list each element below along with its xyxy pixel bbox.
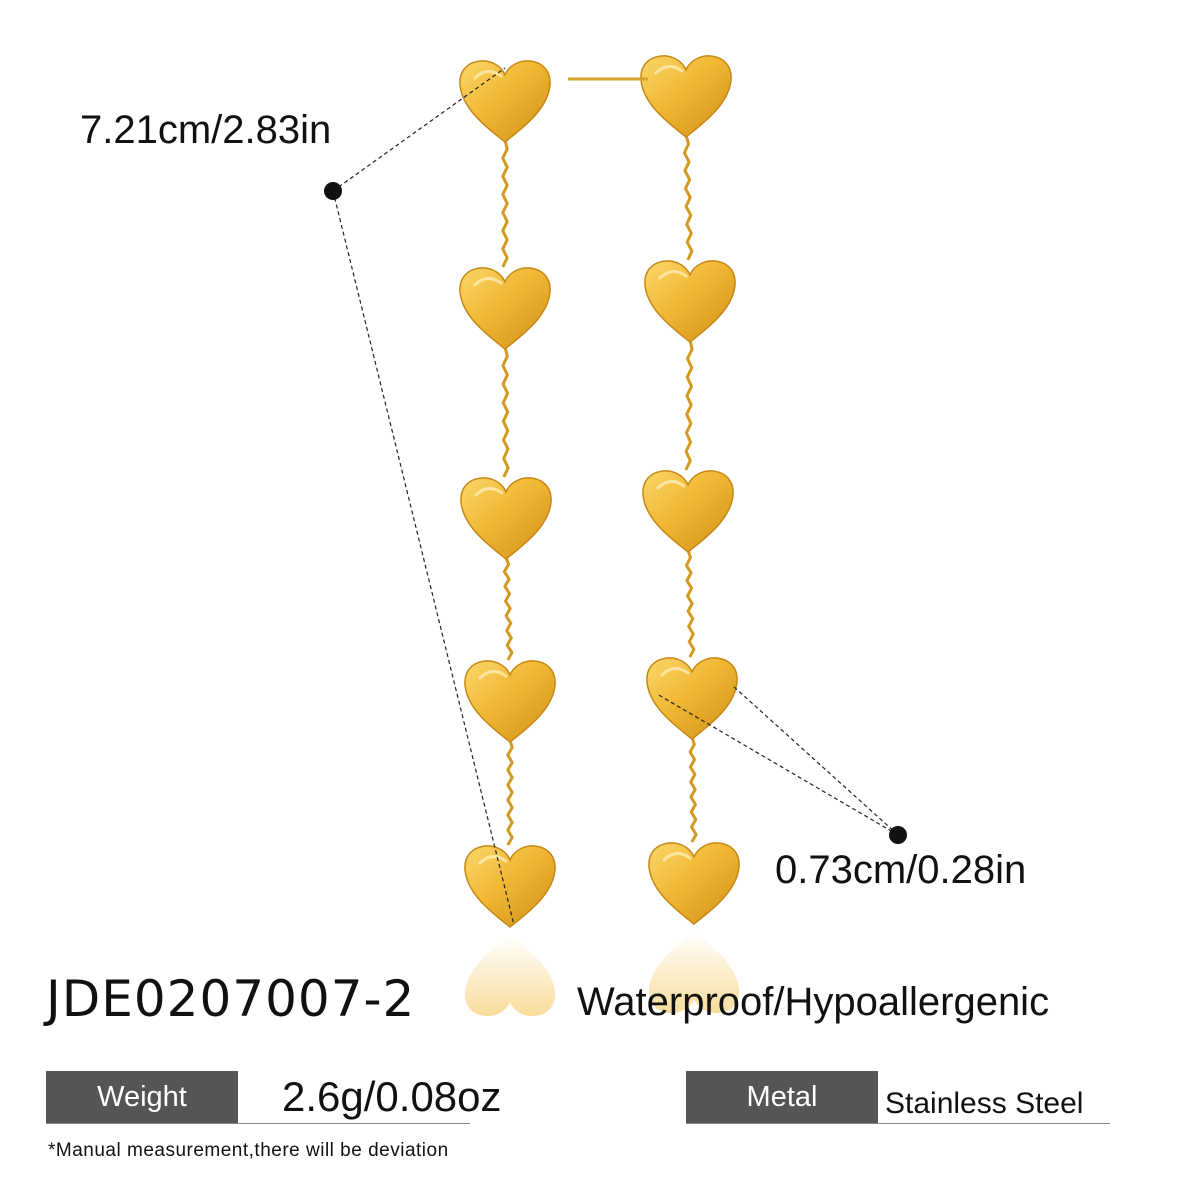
hearts-group: [459, 55, 740, 928]
right-chain-segment: [684, 549, 696, 658]
heart-size-marker-dot: [889, 826, 907, 844]
right-heart-highlight: [654, 65, 684, 75]
left-heart: [459, 60, 551, 143]
weight-value: 2.6g/0.08oz: [282, 1073, 502, 1120]
measurement-note: *Manual measurement,there will be deviat…: [48, 1140, 449, 1161]
left-heart-highlight: [478, 670, 508, 680]
chains-group: [501, 134, 698, 846]
right-heart-reflection: [648, 932, 740, 1014]
reflections-group: [464, 932, 740, 1017]
left-heart-highlight: [473, 277, 503, 287]
left-chain-segment: [502, 556, 514, 661]
left-heart: [459, 267, 551, 350]
right-heart: [642, 470, 734, 553]
right-heart-highlight: [662, 852, 692, 862]
product-feature: Waterproof/Hypoallergenic: [577, 980, 1050, 1024]
left-chain-segment: [501, 346, 510, 478]
right-heart-highlight: [658, 270, 688, 280]
right-chain-segment: [688, 736, 698, 843]
right-heart: [646, 657, 738, 740]
right-heart: [640, 55, 732, 138]
product-sku: JDE0207007-2: [46, 970, 416, 1028]
weight-spec: Weight 2.6g/0.08oz: [46, 1071, 502, 1124]
metal-value: Stainless Steel: [885, 1087, 1084, 1120]
left-heart-highlight: [474, 487, 504, 497]
weight-label: Weight: [46, 1071, 238, 1123]
right-heart-highlight: [656, 480, 686, 490]
right-heart: [648, 842, 740, 925]
length-dimension: 7.21cm/2.83in: [80, 108, 332, 152]
metal-spec: Metal Stainless Steel: [686, 1071, 1110, 1124]
left-chain-segment: [501, 139, 509, 268]
dimension-guides: [332, 67, 899, 926]
left-heart-highlight: [478, 855, 508, 865]
heart-size-dimension: 0.73cm/0.28in: [775, 848, 1027, 892]
left-heart: [464, 845, 556, 928]
length-marker-dot: [324, 182, 342, 200]
left-heart: [460, 477, 552, 560]
right-heart-highlight: [660, 667, 690, 677]
right-chain-segment: [684, 339, 694, 471]
left-heart-reflection: [464, 935, 556, 1017]
left-chain-segment: [506, 739, 514, 846]
left-heart: [464, 660, 556, 743]
metal-label: Metal: [686, 1071, 878, 1123]
left-heart-highlight: [473, 70, 503, 80]
right-heart: [644, 260, 736, 343]
right-chain-segment: [682, 134, 694, 261]
